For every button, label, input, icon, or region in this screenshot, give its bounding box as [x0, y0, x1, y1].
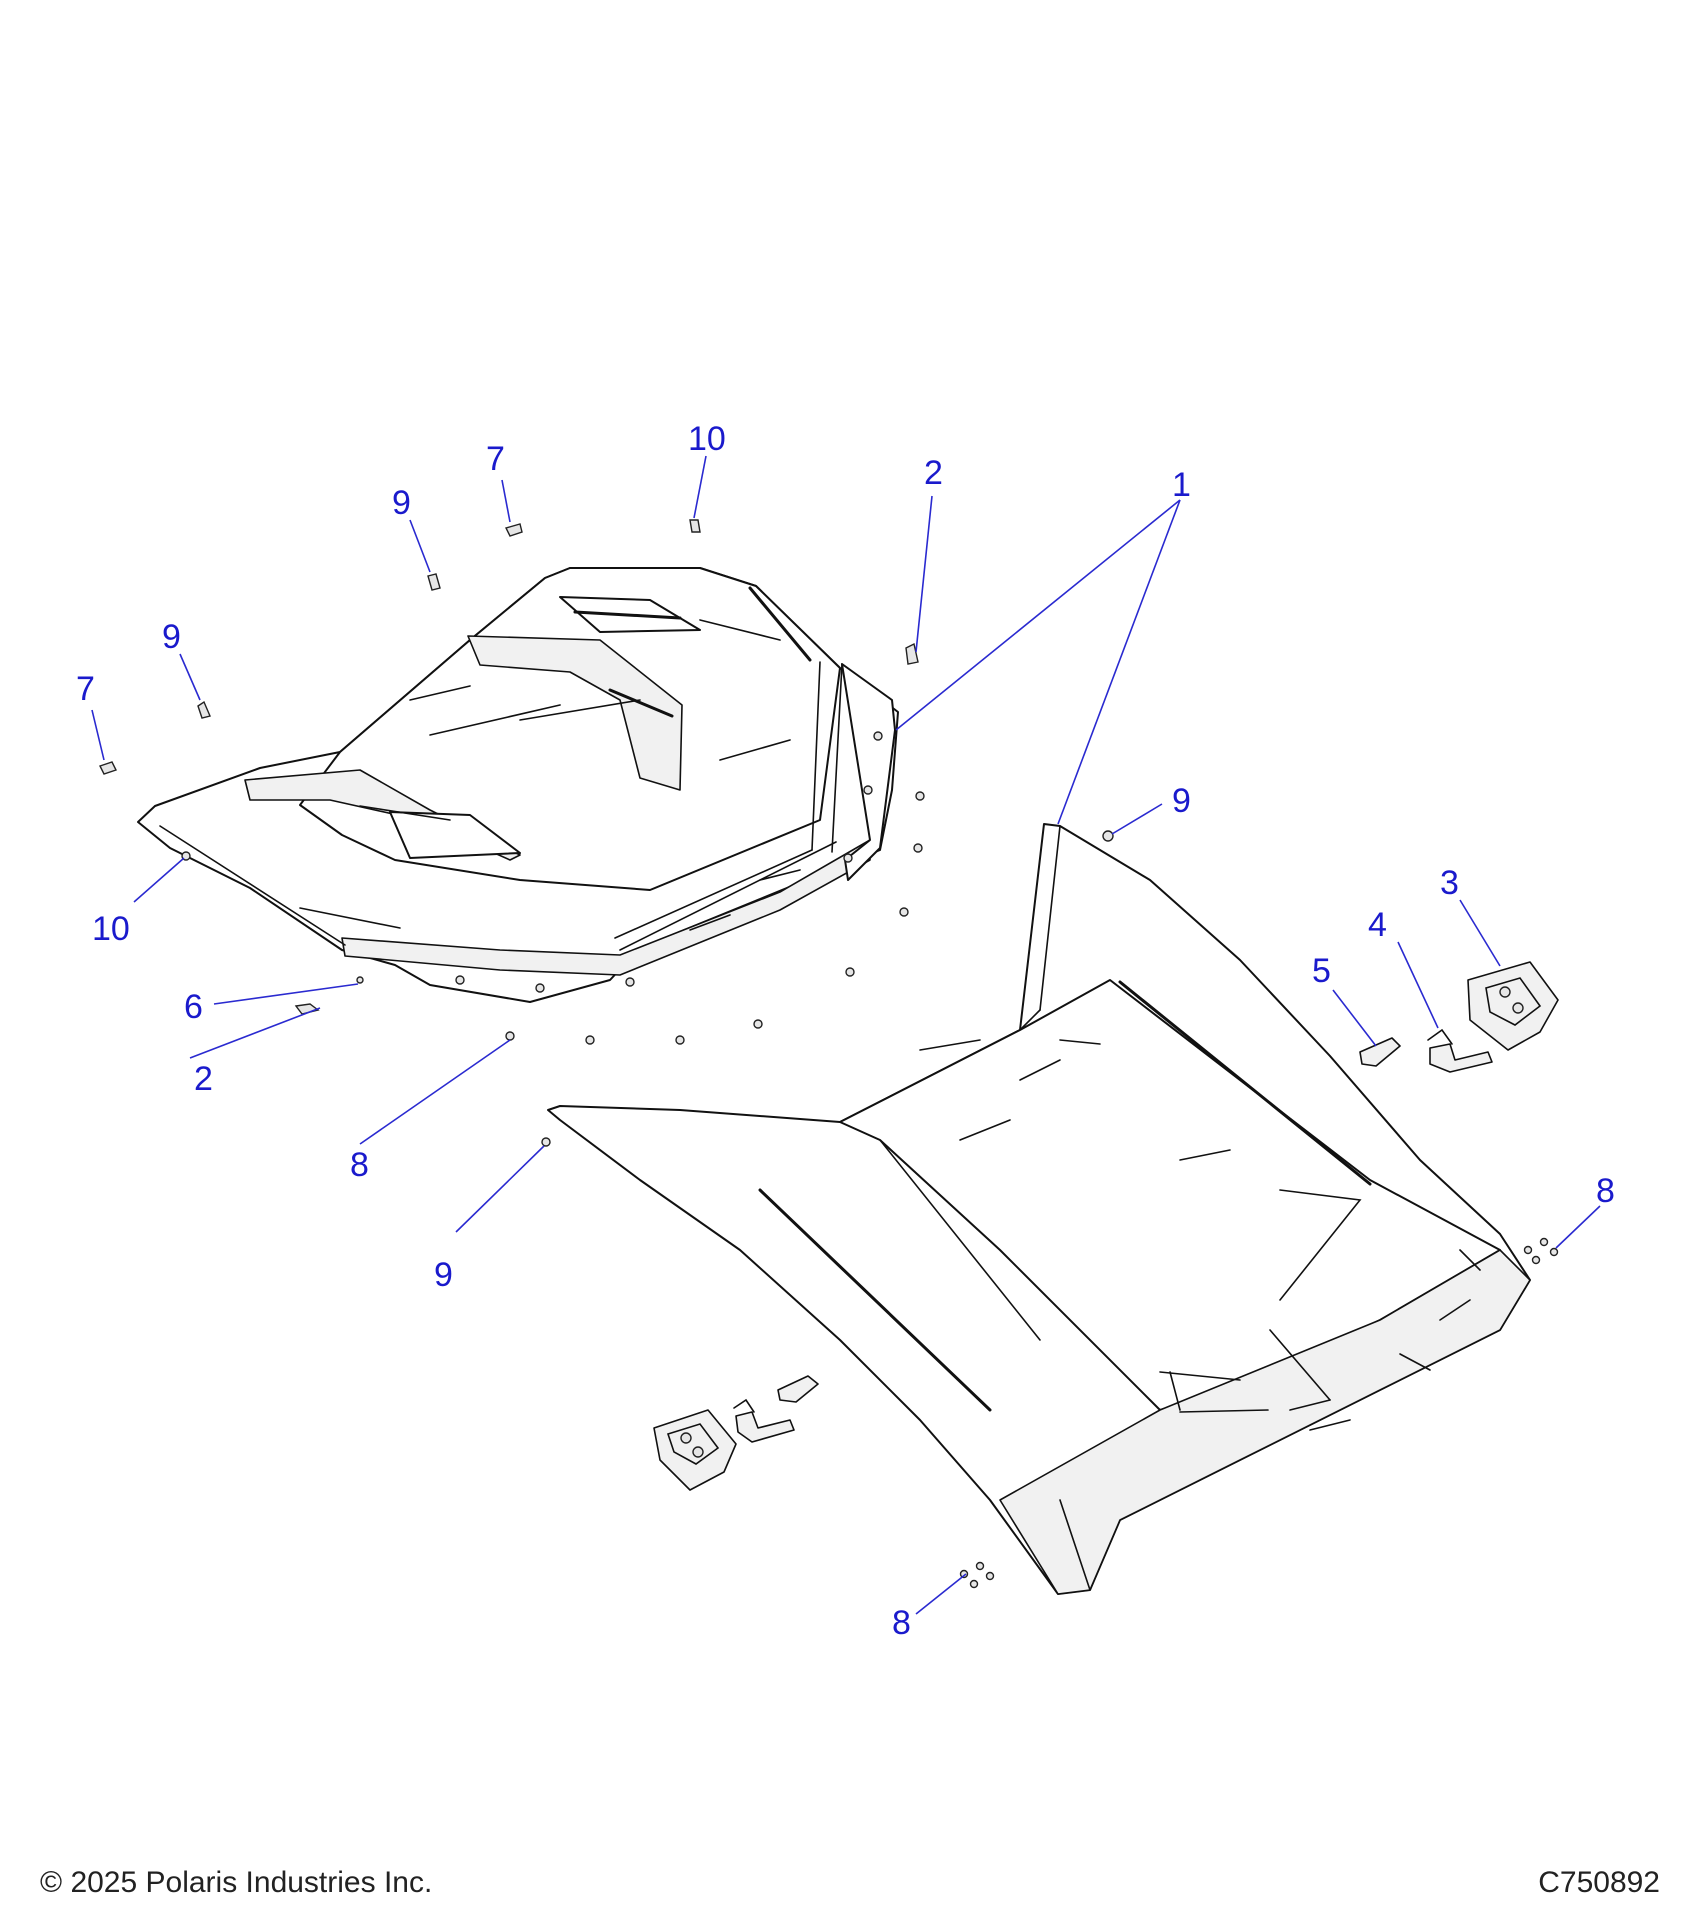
leader-lines [91, 455, 1601, 1615]
hood-upper [137, 567, 899, 1003]
hood-lower [547, 823, 1531, 1595]
callout-9-right: 9 [1172, 782, 1191, 820]
latch-set-left [653, 1375, 819, 1491]
latch-base-right [1467, 961, 1559, 1051]
callout-2-top: 2 [924, 454, 943, 492]
callout-9-top: 9 [392, 484, 411, 522]
callout-8-mid: 8 [350, 1146, 369, 1184]
callout-8-right: 8 [1596, 1172, 1615, 1210]
callout-9-left: 9 [162, 618, 181, 656]
callout-3: 3 [1440, 864, 1459, 902]
copyright-text: © 2025 Polaris Industries Inc. [40, 1866, 433, 1899]
callout-8-bottom: 8 [892, 1604, 911, 1642]
fasteners [99, 519, 1559, 1589]
callout-7-top: 7 [486, 440, 505, 478]
callout-1: 1 [1172, 466, 1191, 504]
figure-id: C750892 [1538, 1866, 1660, 1899]
callout-6: 6 [184, 988, 203, 1026]
callout-4: 4 [1368, 906, 1387, 944]
latch-keeper-right [1359, 1037, 1401, 1067]
callout-10-left: 10 [92, 910, 130, 948]
callout-labels: 1 2 2 3 4 5 6 7 7 8 8 8 9 9 9 9 10 10 [76, 420, 1615, 1642]
callout-9-bottom: 9 [434, 1256, 453, 1294]
callout-5: 5 [1312, 952, 1331, 990]
callout-10-top: 10 [688, 420, 726, 458]
callout-2-left: 2 [194, 1060, 213, 1098]
latch-strap-right [1427, 1028, 1493, 1073]
callout-7-left: 7 [76, 670, 95, 708]
